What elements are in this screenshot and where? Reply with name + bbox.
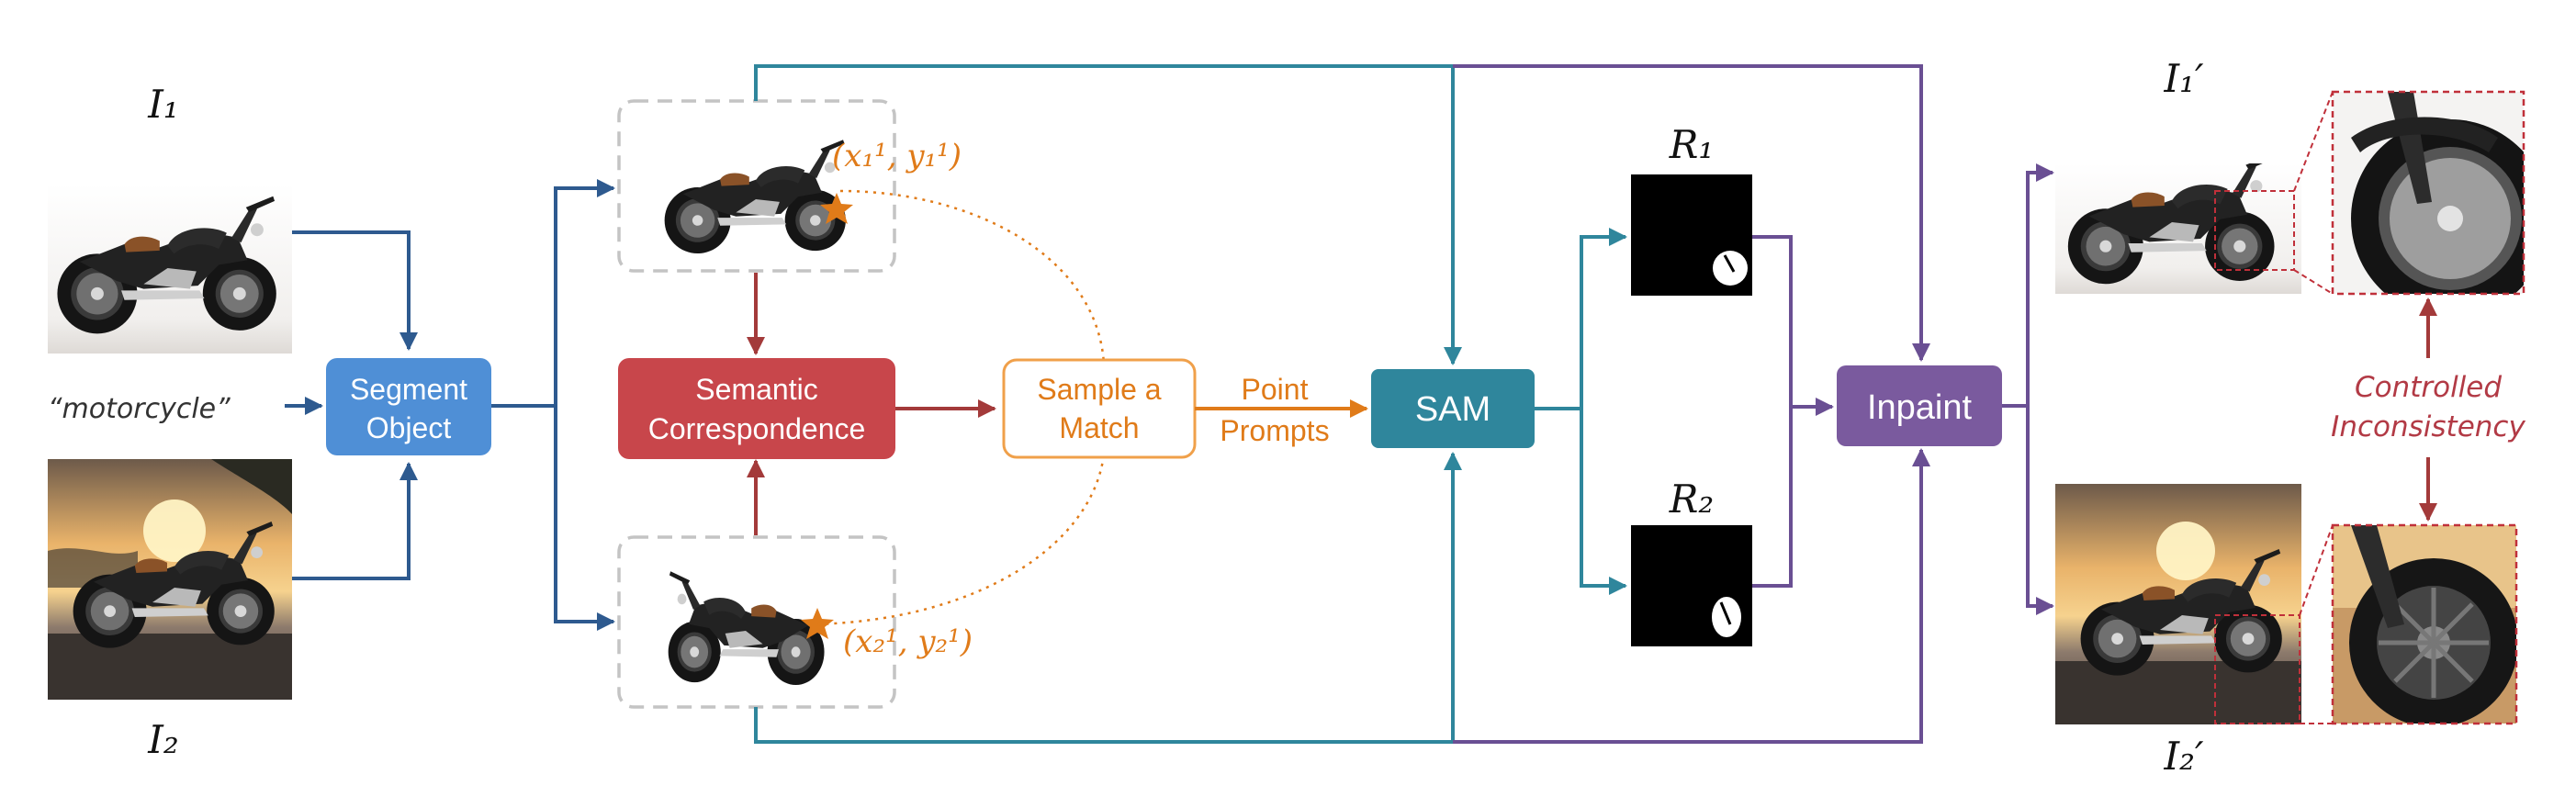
sample-match-label-line2: Match xyxy=(1059,411,1139,444)
output-image2-label: I₂′ xyxy=(2164,734,2204,779)
arrows-masks-to-inpaint xyxy=(1752,235,1834,588)
arrows-to-crops xyxy=(491,179,615,631)
inpaint-box xyxy=(1837,365,2002,446)
sample-match-label-line1: Sample a xyxy=(1037,373,1161,406)
input-image2-label: I₂ xyxy=(147,717,178,762)
output2-zoom-image xyxy=(2333,525,2516,724)
output1-zoom-frame xyxy=(2331,90,2525,296)
point-prompts-label-line2: Prompts xyxy=(1220,414,1329,447)
semantic-correspondence-label-line2: Correspondence xyxy=(648,412,866,445)
semantic-correspondence-box xyxy=(618,358,895,459)
controlled-inconsistency-line1: Controlled xyxy=(2355,371,2502,404)
output-image1 xyxy=(2055,163,2301,294)
match-point1-star xyxy=(820,193,853,224)
input-image2 xyxy=(48,459,292,700)
output1-zoom-region xyxy=(2214,190,2295,271)
purple-bypass-lines xyxy=(1453,64,1930,744)
match-point2-star xyxy=(801,608,834,639)
arrows-inpaint-to-outputs xyxy=(2002,163,2054,615)
match-point2-coords: (x₂¹, y₂¹) xyxy=(843,623,973,660)
arrows-sam-to-masks xyxy=(1535,228,1627,595)
semantic-correspondence-label-line1: Semantic xyxy=(695,373,817,406)
controlled-inconsistency-line2: Inconsistency xyxy=(2331,410,2525,443)
segment-object-label-line2: Object xyxy=(366,411,452,444)
arrows-to-segment xyxy=(285,230,418,580)
sam-label: SAM xyxy=(1415,390,1490,429)
input-image1 xyxy=(48,184,292,354)
inpaint-label: Inpaint xyxy=(1867,388,1973,427)
segmented-crop2-image xyxy=(668,571,825,686)
segment-object-label-line1: Segment xyxy=(350,373,467,406)
segmented-crop1-image xyxy=(664,140,846,254)
mask1-label: R₁ xyxy=(1669,122,1714,167)
output-image1-label: I₁′ xyxy=(2164,56,2204,101)
output-image2 xyxy=(2055,484,2301,724)
teal-bypass-lines xyxy=(754,64,1462,744)
mask-r1 xyxy=(1631,174,1752,296)
output2-zoom-region xyxy=(2214,614,2300,724)
point-prompts-label-line1: Point xyxy=(1242,373,1309,406)
text-prompt: “motorcycle” xyxy=(48,393,231,425)
output2-zoom-connectors xyxy=(2299,524,2334,724)
mask2-label: R₂ xyxy=(1669,477,1714,522)
output1-zoom-image xyxy=(2333,92,2524,294)
mask-r2 xyxy=(1631,525,1752,646)
output2-zoom-frame xyxy=(2331,523,2518,725)
input-image1-label: I₁ xyxy=(147,82,178,127)
match-point1-coords: (x₁¹, y₁¹) xyxy=(832,138,962,174)
sam-box xyxy=(1371,369,1535,448)
segment-object-box xyxy=(326,358,491,455)
output1-zoom-connectors xyxy=(2293,91,2334,295)
